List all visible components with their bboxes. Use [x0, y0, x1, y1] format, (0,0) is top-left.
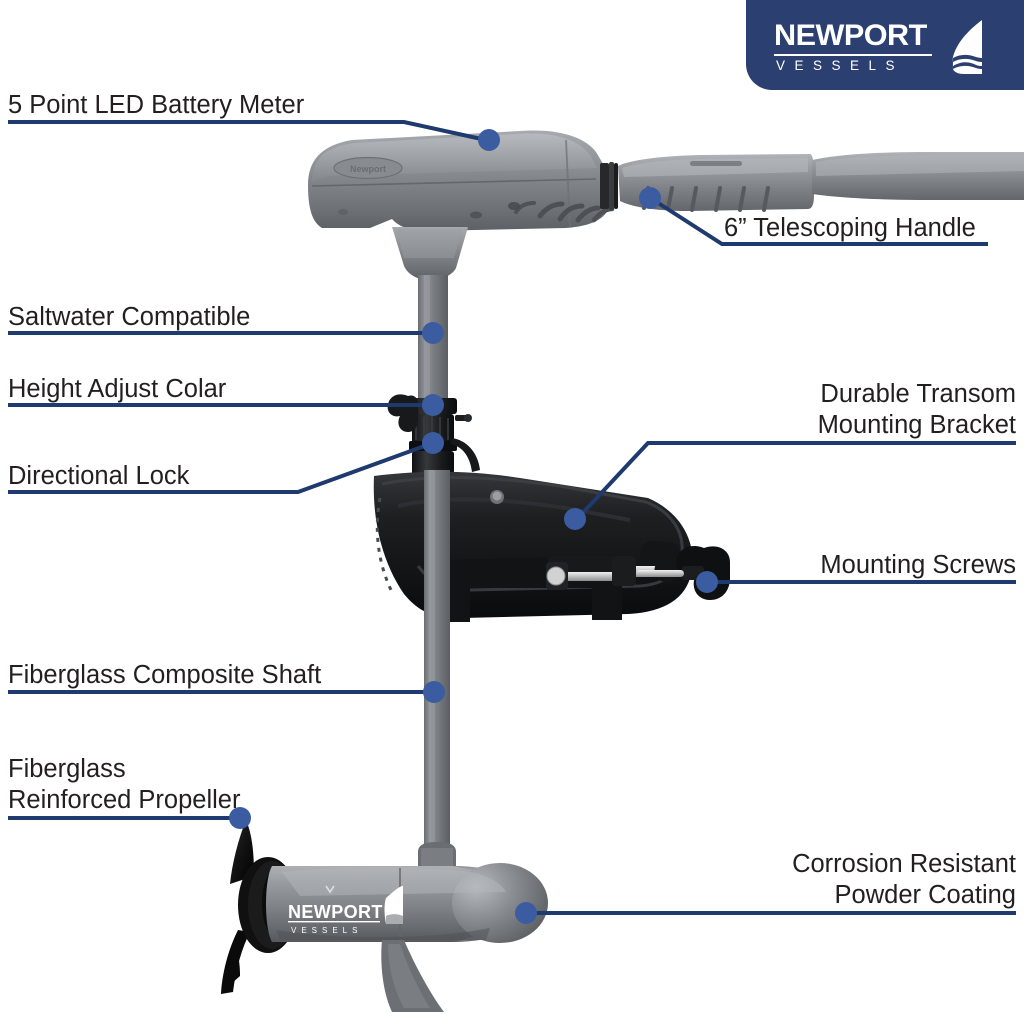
- svg-text:NEWPORT: NEWPORT: [288, 902, 383, 922]
- brand-subtitle: VESSELS: [776, 58, 905, 74]
- motor-head-group: Newport: [308, 130, 615, 280]
- callout-height-adjust-collar: Height Adjust Colar: [8, 375, 227, 403]
- telescoping-handle-group: [600, 152, 1024, 212]
- upper-shaft: [418, 275, 448, 403]
- mounting-screws-group: [546, 540, 730, 600]
- pod-logo: NEWPORT VESSELS: [288, 886, 403, 935]
- brand-rule: [774, 54, 932, 57]
- callout-telescoping-handle: 6” Telescoping Handle: [724, 214, 976, 242]
- motor-pod-group: NEWPORT VESSELS: [221, 820, 548, 1012]
- head-badge-text: Newport: [350, 164, 386, 174]
- callout-mounting-screws: Mounting Screws: [820, 551, 1016, 579]
- callout-propeller: Fiberglass Reinforced Propeller: [8, 755, 241, 815]
- sailboat-icon: [944, 18, 988, 76]
- callout-powder-coating: Corrosion Resistant Powder Coating: [792, 850, 1016, 910]
- callout-saltwater-compatible: Saltwater Compatible: [8, 303, 251, 331]
- lower-shaft: [424, 470, 450, 870]
- propeller-blade-top: [230, 820, 254, 884]
- callout-transom-bracket: Durable Transom Mounting Bracket: [817, 380, 1016, 440]
- brand-name: NEWPORT: [774, 19, 927, 53]
- callout-composite-shaft: Fiberglass Composite Shaft: [8, 661, 322, 689]
- callout-battery-meter: 5 Point LED Battery Meter: [8, 91, 305, 119]
- callout-directional-lock: Directional Lock: [8, 462, 190, 490]
- brand-logo-badge: NEWPORT VESSELS: [746, 0, 1024, 90]
- svg-text:VESSELS: VESSELS: [291, 926, 362, 935]
